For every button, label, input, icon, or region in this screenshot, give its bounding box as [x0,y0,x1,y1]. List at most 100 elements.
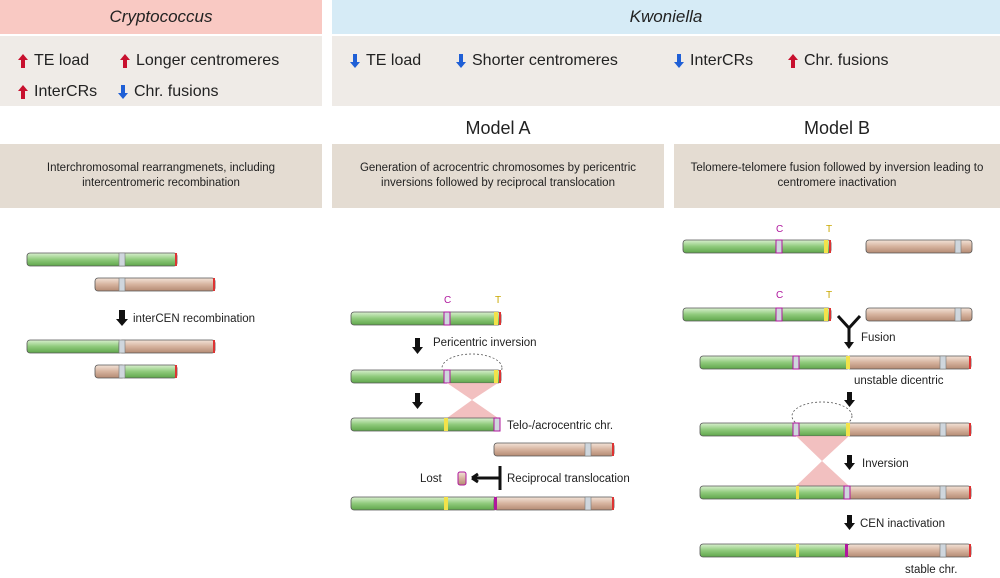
centromere-inactive [843,485,851,500]
t-marker: T [826,290,832,301]
kwoniella-title: Kwoniella [629,7,703,26]
trait-item: Chr. fusions [118,83,218,101]
chromosome-green [682,239,832,254]
chromosome-stable-green [699,543,851,558]
centromere [939,485,947,500]
model-b-description: Telomere-telomere fusion followed by inv… [674,144,1000,208]
telomere [824,240,828,253]
cen-inactivation-label: CEN inactivation [860,518,945,530]
merge-arrow-icon [471,466,502,490]
trait-item: Shorter centromeres [456,52,618,70]
centromere [118,339,126,354]
centromere [118,277,126,292]
up-arrow-icon [18,54,28,68]
cryptococcus-header: Cryptococcus [0,0,322,34]
centromere [584,442,592,457]
telomere [494,312,498,325]
telo-acro-label: Telo-/acrocentric chr. [507,420,613,432]
chromosome-green-acrocentric [350,417,500,432]
trait-item: InterCRs [674,52,753,70]
fusion-label: Fusion [861,332,896,344]
chromosome-tan [493,442,615,457]
centromere [118,252,126,267]
telomere [846,356,850,369]
chromosome-inverted-tan [846,485,972,500]
fusion-arrow-icon [836,314,862,346]
centromere [118,364,126,379]
down-arrow-icon [412,338,423,354]
cryptococcus-chromosomes: interCEN recombination [26,252,255,379]
chromosome-green [26,252,178,267]
chromosome-green [350,369,502,384]
inversion-hourglass [447,383,498,418]
chromosome-tan-recombinant [118,339,216,354]
telomere [846,423,850,436]
inversion-loop [441,353,503,383]
down-arrow-icon [844,455,855,470]
chromosome-green-recombinant [26,339,123,354]
centromere [954,307,962,322]
lost-fragment [457,471,467,486]
model-a-description: Generation of acrocentric chromosomes by… [332,144,664,208]
interstitial-marker [494,497,497,510]
down-arrow-icon [350,54,360,68]
down-arrow-icon [118,85,128,99]
centromere [954,239,962,254]
inversion-label: Inversion [862,458,909,470]
chromosome-tan [94,277,216,292]
chromosome-dicentric-tan [846,422,972,437]
chromosome-stable-tan [846,543,972,558]
centromere [443,311,451,326]
kwoniella-traits-box: TE load Shorter centromeres InterCRs Chr… [332,36,1000,106]
lost-label: Lost [420,473,443,485]
chromosome-dicentric-tan [846,355,972,370]
t-marker: T [826,224,832,235]
c-marker: C [776,224,783,235]
centromere [775,307,783,322]
c-marker: C [776,290,783,301]
trait-item: InterCRs [18,83,97,101]
chromosome-tan [865,307,973,322]
chromosome-green-translocated [350,496,498,511]
cryptococcus-title: Cryptococcus [109,7,213,26]
cryptococcus-traits-box: TE load Longer centromeres InterCRs Chr.… [0,36,322,106]
arrow-head [844,342,854,349]
down-arrow-icon [412,393,423,409]
centromere [939,422,947,437]
centromere [584,496,592,511]
telomere [444,418,448,431]
model-a-diagram: C T Pericentric inversion Telo-/acrocent… [350,295,630,511]
t-marker: T [495,295,501,306]
chromosome-tan-translocated [493,496,615,511]
trait-item: TE load [350,52,421,70]
telomere [494,370,498,383]
up-arrow-icon [788,54,798,68]
c-marker: C [444,295,451,306]
centromere [443,369,451,384]
down-arrow-icon [844,515,855,530]
centromere [493,417,501,432]
down-arrow-icon [456,54,466,68]
telomere [796,544,799,557]
chromosome-green [682,307,832,322]
pericentric-label: Pericentric inversion [433,337,537,349]
up-arrow-icon [120,54,130,68]
inversion-hourglass [796,436,849,486]
inversion-loop [791,401,853,431]
model-b-title: Model B [803,118,871,138]
telomere [824,308,828,321]
chromosome-inverted-green [699,485,851,500]
centromere [792,422,800,437]
trait-item: Chr. fusions [788,52,888,70]
model-a-title: Model A [465,118,531,138]
centromere [939,543,947,558]
chromosome-dicentric-green [699,422,851,437]
down-arrow-icon [844,392,855,407]
chromosome-dicentric-green [699,355,851,370]
interstitial-marker [845,544,848,557]
model-b-diagram: C T C T Fusion unstable dicentric [682,224,973,576]
trait-item: TE load [18,52,89,70]
centromere [939,355,947,370]
stable-label: stable chr. [905,564,957,576]
